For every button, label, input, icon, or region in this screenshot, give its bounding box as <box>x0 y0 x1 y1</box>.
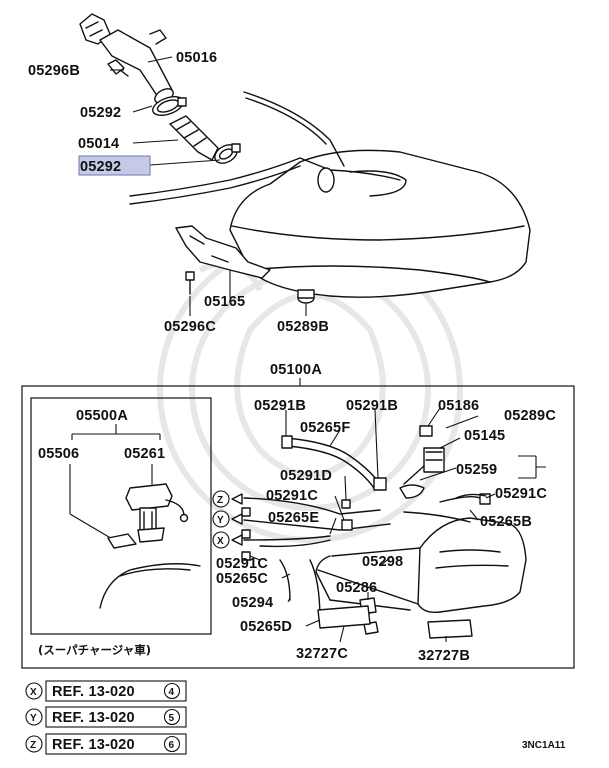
svg-text:X: X <box>30 687 37 698</box>
hose-05265f[interactable] <box>281 435 387 491</box>
filler-hose[interactable] <box>169 115 219 161</box>
label-05265f: 05265F <box>300 420 350 436</box>
label-05265b: 05265B <box>480 514 532 530</box>
breather-tube-assembly[interactable] <box>129 91 407 205</box>
label-05298: 05298 <box>362 554 403 570</box>
label-05292-highlighted[interactable]: 05292 <box>80 159 121 175</box>
label-05145: 05145 <box>464 428 505 444</box>
label-05291c-right: 05291C <box>495 486 547 502</box>
label-05016: 05016 <box>176 50 217 66</box>
hose-05265b[interactable] <box>455 493 487 499</box>
connector-x[interactable]: X <box>212 531 243 549</box>
inset-frame <box>30 397 212 635</box>
label-05259: 05259 <box>456 462 497 478</box>
clip-05291c-top[interactable] <box>341 519 353 531</box>
label-05291c-bottom-left: 05291C <box>216 556 268 572</box>
label-05165: 05165 <box>204 294 245 310</box>
svg-text:REF. 13-020: REF. 13-020 <box>52 684 135 700</box>
assembly-frame <box>21 385 575 669</box>
svg-text:5: 5 <box>169 713 175 724</box>
label-05291b-right: 05291B <box>346 398 398 414</box>
fuel-tank-upper[interactable] <box>229 149 531 298</box>
svg-text:Y: Y <box>30 713 37 724</box>
label-05296b: 05296B <box>28 63 80 79</box>
connector-z[interactable]: Z <box>212 490 243 508</box>
label-05291c-top: 05291C <box>266 488 318 504</box>
reference-y[interactable]: Y REF. 13-020 5 <box>25 706 187 728</box>
highlight-05292 <box>78 155 151 176</box>
svg-text:4: 4 <box>169 687 175 698</box>
inset-caption: (スーパチャージャ車) <box>38 643 151 657</box>
label-32727c: 32727C <box>296 646 348 662</box>
svg-text:6: 6 <box>169 740 175 751</box>
fuel-pump-05145[interactable] <box>399 447 445 499</box>
label-05292-upper: 05292 <box>80 105 121 121</box>
label-05296c: 05296C <box>164 319 216 335</box>
pad-32727c[interactable] <box>317 605 371 629</box>
svg-text:Y: Y <box>217 515 224 526</box>
label-05500a: 05500A <box>76 408 128 424</box>
label-05265e: 05265E <box>268 510 319 526</box>
reference-z[interactable]: Z REF. 13-020 6 <box>25 733 187 755</box>
bolt-05296c[interactable] <box>185 271 195 295</box>
label-05506: 05506 <box>38 446 79 462</box>
label-05186: 05186 <box>438 398 479 414</box>
reference-x[interactable]: X REF. 13-020 4 <box>25 680 187 702</box>
label-05014: 05014 <box>78 136 119 152</box>
pad-32727b[interactable] <box>427 619 473 639</box>
inset-fuel-pump[interactable] <box>107 483 189 549</box>
svg-text:X: X <box>217 536 224 547</box>
label-05289b: 05289B <box>277 319 329 335</box>
label-05100a: 05100A <box>270 362 322 378</box>
label-05261: 05261 <box>124 446 165 462</box>
clip-05291c-right[interactable] <box>479 493 491 505</box>
clip-05291d[interactable] <box>341 499 351 509</box>
label-05265c: 05265C <box>216 571 268 587</box>
svg-text:REF. 13-020: REF. 13-020 <box>52 710 135 726</box>
bolts-05291c[interactable] <box>241 507 251 561</box>
label-05286: 05286 <box>336 580 377 596</box>
label-05294: 05294 <box>232 595 273 611</box>
label-05289c: 05289C <box>504 408 556 424</box>
sender-unit-05186[interactable] <box>419 425 433 437</box>
connector-y[interactable]: Y <box>212 510 243 528</box>
hose-clamp-upper[interactable] <box>150 93 187 119</box>
label-05291b-left: 05291B <box>254 398 306 414</box>
label-32727b: 32727B <box>418 648 470 664</box>
label-05291d: 05291D <box>280 468 332 484</box>
svg-text:REF. 13-020: REF. 13-020 <box>52 737 135 753</box>
svg-text:Z: Z <box>217 495 223 506</box>
svg-text:Z: Z <box>30 740 36 751</box>
hose-clamp-lower[interactable] <box>212 141 241 167</box>
diagram-code: 3NC1A11 <box>522 740 566 751</box>
tank-bracket[interactable] <box>175 225 271 279</box>
grommet-05289b[interactable] <box>297 289 315 304</box>
inset-tank-outline <box>99 563 201 609</box>
label-05265d: 05265D <box>240 619 292 635</box>
